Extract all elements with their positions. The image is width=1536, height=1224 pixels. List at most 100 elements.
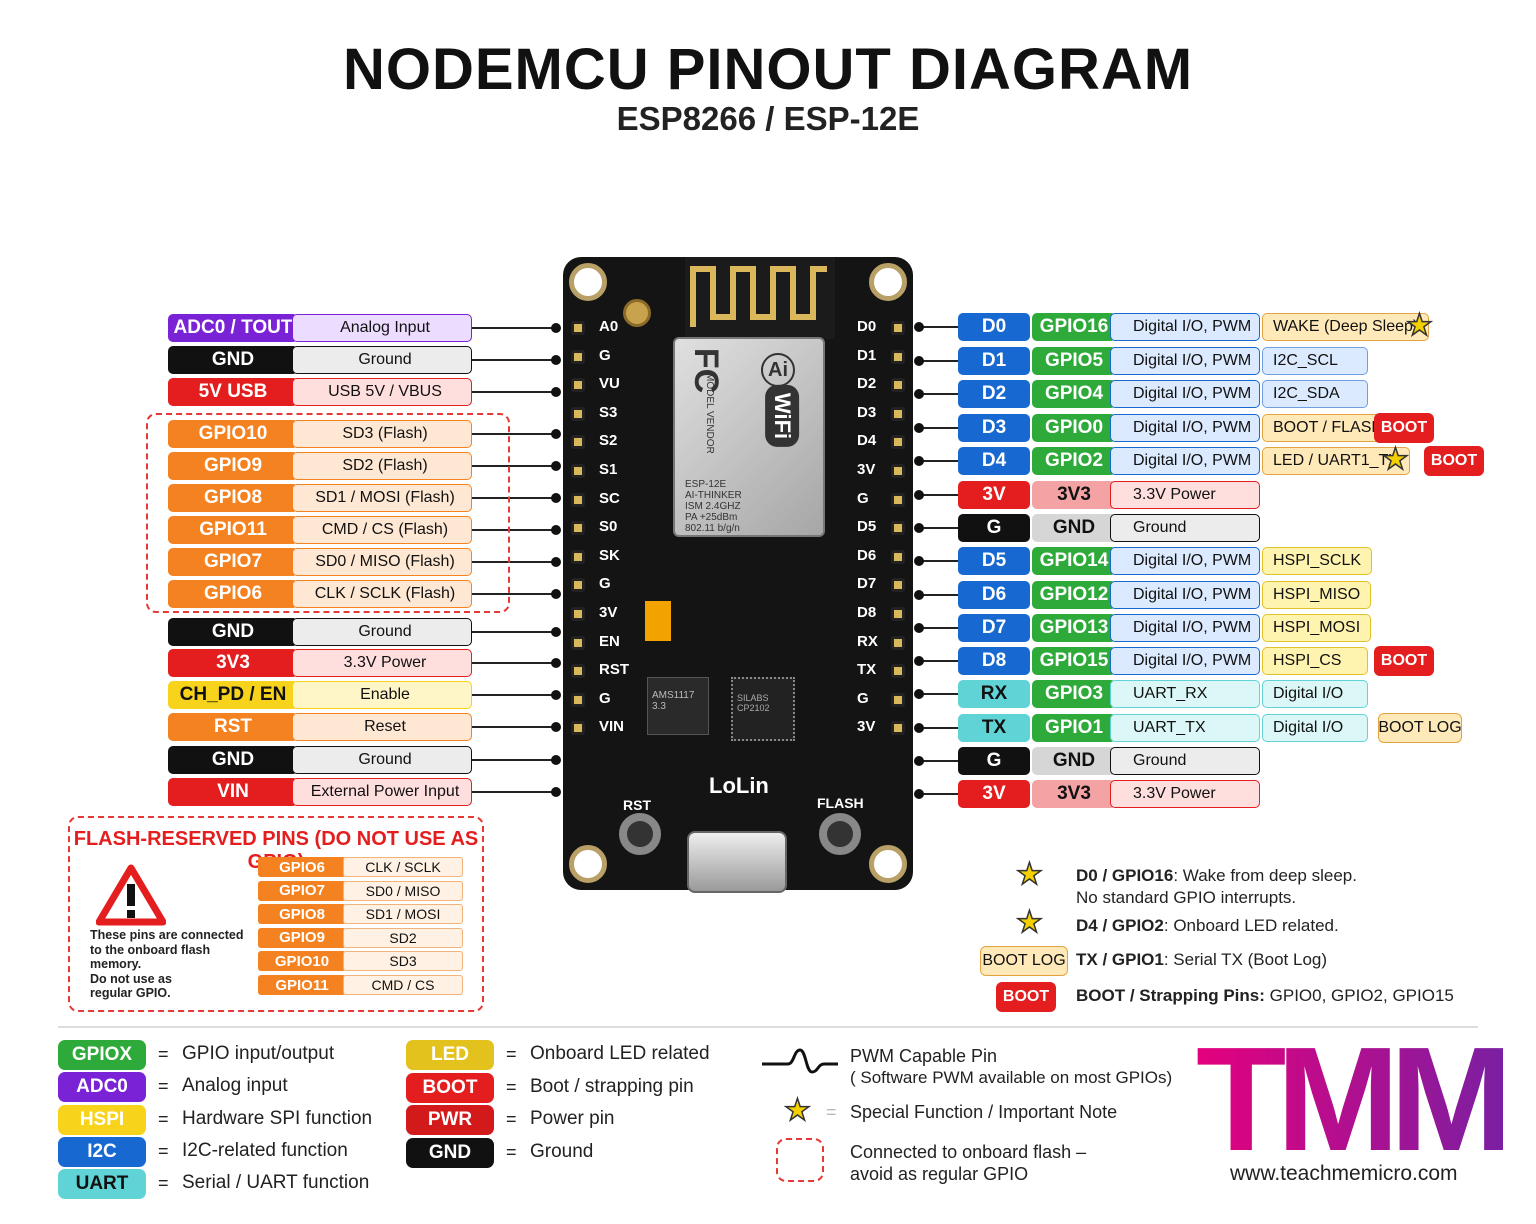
pin-description: Digital I/O, PWM	[1110, 581, 1260, 609]
right-silk-label: 3V	[857, 718, 876, 736]
legend-chip: PWR	[406, 1105, 494, 1136]
legend-chip: GND	[406, 1137, 494, 1168]
left-silk-label: S3	[599, 403, 618, 421]
pin-description: Digital I/O, PWM	[1110, 447, 1260, 475]
pin-description: Digital I/O, PWM	[1110, 647, 1260, 675]
wifi-logo: WiFi	[765, 384, 800, 448]
header-pin	[891, 607, 905, 621]
pin-description: UART_TX	[1110, 714, 1260, 742]
legend-label: Onboard LED related	[530, 1043, 710, 1064]
pin-wire	[920, 360, 960, 362]
brand-url[interactable]: www.teachmemicro.com	[1230, 1162, 1458, 1185]
pin-wire-end	[914, 523, 924, 533]
pin-extra-function: HSPI_SCLK	[1262, 547, 1373, 575]
left-silk-label: EN	[599, 632, 620, 650]
pin-wire	[472, 561, 556, 563]
antenna-trace-icon	[690, 266, 827, 327]
module-text-line: ESP-12E	[685, 479, 727, 490]
flash-gpio: GPIO6	[258, 857, 346, 877]
left-silk-label: S1	[599, 461, 618, 478]
pin-description: Digital I/O, PWM	[1110, 380, 1260, 408]
tantalum-cap	[645, 601, 671, 641]
page-title: NODEMCU PINOUT DIAGRAM	[342, 37, 1194, 102]
pin-description: Enable	[292, 681, 472, 709]
pin-wire-end	[551, 658, 561, 668]
pin-wire-end	[551, 690, 561, 700]
note-d0: D0 / GPIO16: Wake from deep sleep.	[1076, 866, 1357, 885]
header-pin	[571, 664, 585, 679]
pin-wire	[920, 427, 960, 429]
pin-wire-end	[551, 323, 561, 333]
header-pin	[891, 464, 905, 478]
legend-label: Serial / UART function	[182, 1172, 370, 1194]
pin-label: 3V	[958, 780, 1030, 808]
header-pin	[571, 435, 585, 450]
pin-wire-end	[551, 755, 561, 765]
legend-eq: =	[158, 1140, 169, 1161]
right-silk-label: D3	[857, 403, 877, 421]
legend-eq: =	[506, 1076, 517, 1097]
note-d4: D4 / GPIO2: Onboard LED related.	[1076, 916, 1339, 935]
pin-wire-end	[551, 722, 561, 732]
pin-wire	[920, 326, 960, 328]
left-silk-label: RST	[599, 661, 629, 679]
pin-description: External Power Input	[292, 778, 472, 806]
pin-wire-end	[551, 387, 561, 397]
header-pin	[891, 492, 905, 507]
pin-wire	[920, 393, 960, 395]
regulator-label: AMS1117 3.3	[652, 690, 695, 712]
pin-description: Digital I/O, PWM	[1110, 547, 1260, 575]
flash-button[interactable]	[819, 813, 861, 855]
rst-button[interactable]	[619, 813, 661, 855]
divider	[58, 1026, 1478, 1028]
note-tx: TX / GPIO1: Serial TX (Boot Log)	[1076, 950, 1328, 969]
pin-description: SD0 / MISO (Flash)	[292, 548, 472, 576]
pin-wire	[472, 465, 556, 467]
pin-description: Digital I/O, PWM	[1110, 347, 1260, 375]
pin-wire-end	[551, 525, 561, 535]
flash-function: SD2	[343, 927, 463, 948]
module-text-line: ISM 2.4GHZ	[685, 501, 741, 512]
left-silk-label: G	[599, 575, 611, 593]
header-pin	[571, 521, 585, 536]
pin-wire	[920, 460, 960, 462]
legend-eq: =	[506, 1141, 517, 1162]
header-pin	[891, 635, 905, 650]
pin-wire-end	[551, 557, 561, 567]
pin-label: GPIO6	[168, 580, 298, 608]
pin-wire-end	[551, 627, 561, 637]
boot-badge: BOOT	[1374, 646, 1434, 676]
pin-label: D4	[958, 447, 1030, 475]
pin-wire-end	[551, 461, 561, 471]
legend-chip: BOOT	[406, 1072, 494, 1103]
header-pin	[571, 349, 585, 364]
note-bootlog-badge: BOOT LOG	[980, 946, 1068, 976]
pin-label: D7	[958, 614, 1030, 642]
star-icon: ★	[1405, 309, 1433, 342]
pin-wire-end	[914, 456, 924, 466]
flash-function: SD0 / MISO	[343, 880, 463, 901]
star-icon: ★	[1015, 858, 1043, 891]
pin-label: 5V USB	[168, 378, 298, 406]
warning-line: memory.	[90, 957, 142, 971]
ufl-connector	[623, 299, 651, 327]
legend-eq: =	[506, 1044, 517, 1064]
micro-usb-port[interactable]	[687, 831, 787, 893]
left-silk-label: A0	[599, 318, 619, 335]
left-silk-label: SK	[599, 546, 620, 564]
boot-badge: BOOT	[1374, 413, 1434, 443]
header-pin	[891, 521, 905, 536]
pin-label: D0	[958, 313, 1030, 341]
gpio-label: GPIO0	[1032, 414, 1116, 442]
